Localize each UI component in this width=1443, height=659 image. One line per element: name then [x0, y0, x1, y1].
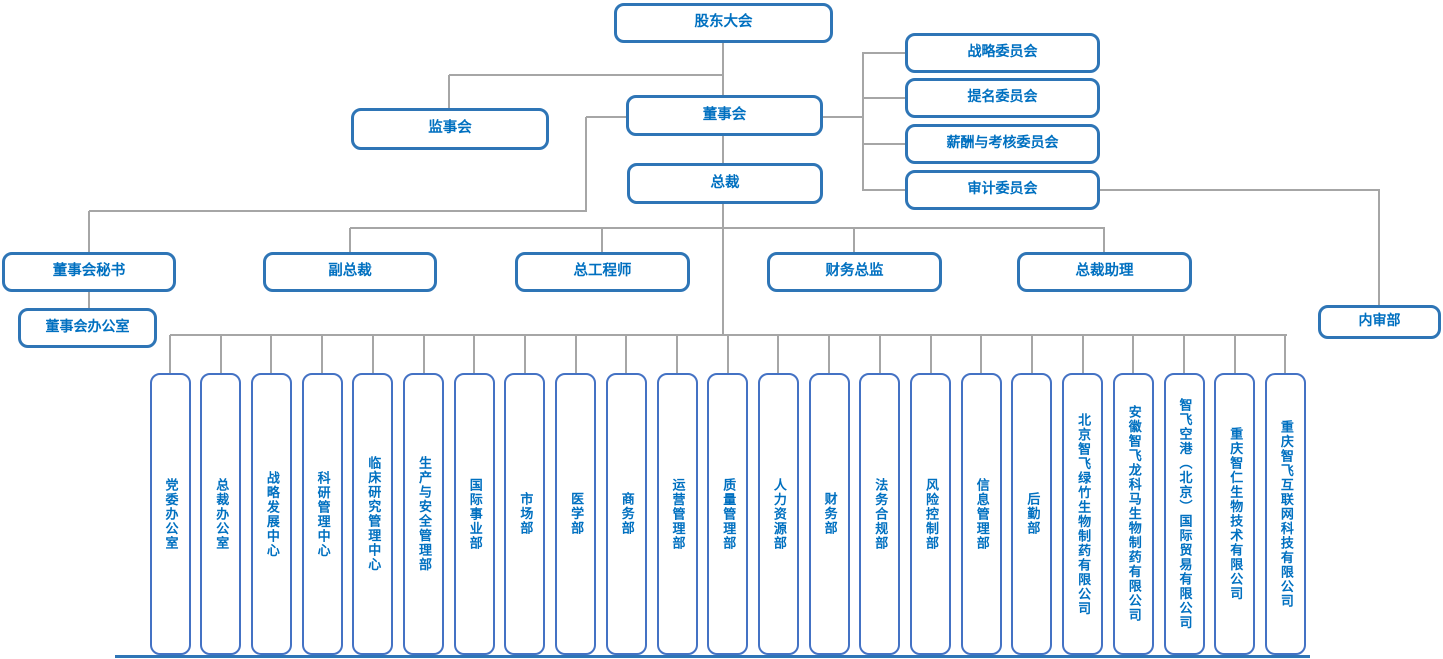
- dept-box: 临床研究管理中心: [352, 373, 394, 655]
- node-nomination-committee: 提名委员会: [905, 78, 1100, 118]
- connector-line: [1183, 335, 1185, 373]
- connector-line: [1100, 189, 1380, 191]
- dept-box: 法务合规部: [859, 373, 901, 655]
- node-chief-engineer: 总工程师: [515, 252, 690, 292]
- connector-line: [1234, 335, 1236, 373]
- dept-box: 后勤部: [1011, 373, 1053, 655]
- connector-line: [862, 52, 864, 191]
- connector-line: [722, 43, 724, 95]
- connector-line: [372, 335, 374, 373]
- dept-box: 质量管理部: [707, 373, 749, 655]
- dept-box: 科研管理中心: [301, 373, 343, 655]
- dept-box: 智飞空港（北京）国际贸易有限公司: [1163, 373, 1205, 655]
- dept-box: 财务部: [808, 373, 850, 655]
- dept-box: 生产与安全管理部: [403, 373, 444, 655]
- node-vice-president: 副总裁: [263, 252, 437, 292]
- connector-line: [423, 335, 425, 373]
- connector-line: [575, 335, 577, 373]
- dept-box: 信息管理部: [960, 373, 1002, 655]
- connector-line: [1082, 335, 1084, 373]
- node-president-assistant: 总裁助理: [1017, 252, 1192, 292]
- connector-line: [350, 227, 1105, 229]
- connector-line: [879, 335, 881, 373]
- dept-box: 人力资源部: [757, 373, 799, 655]
- node-audit-committee: 审计委员会: [905, 170, 1100, 210]
- connector-line: [169, 335, 171, 373]
- connector-line: [823, 116, 864, 118]
- dept-box: 国际事业部: [453, 373, 495, 655]
- node-president: 总裁: [627, 163, 823, 204]
- connector-line: [321, 335, 323, 373]
- connector-line: [777, 335, 779, 373]
- node-strategy-committee: 战略委员会: [905, 33, 1100, 73]
- node-remuneration-appraisal-committee: 薪酬与考核委员会: [905, 124, 1100, 164]
- dept-box: 安徽智飞龙科马生物制药有限公司: [1112, 373, 1154, 655]
- connector-line: [1284, 335, 1286, 373]
- dept-box: 战略发展中心: [250, 373, 292, 655]
- node-shareholders-meeting: 股东大会: [614, 3, 833, 43]
- dept-box: 医学部: [555, 373, 597, 655]
- node-supervisory-board: 监事会: [351, 108, 549, 150]
- connector-line: [1378, 190, 1380, 305]
- connector-line: [270, 335, 272, 373]
- dept-box: 总裁办公室: [200, 373, 242, 655]
- node-board-office: 董事会办公室: [18, 308, 157, 348]
- connector-line: [863, 97, 905, 99]
- connector-line: [930, 335, 932, 373]
- connector-line: [722, 204, 724, 336]
- connector-line: [89, 210, 587, 212]
- connector-line: [863, 189, 905, 191]
- connector-line: [220, 335, 222, 373]
- connector-line: [625, 335, 627, 373]
- node-finance-director: 财务总监: [767, 252, 942, 292]
- connector-line: [853, 228, 855, 252]
- connector-line: [863, 52, 905, 54]
- connector-line: [586, 116, 628, 118]
- connector-line: [1103, 228, 1105, 252]
- connector-line: [449, 74, 724, 76]
- node-internal-audit-dept: 内审部: [1318, 305, 1441, 339]
- connector-line: [1031, 335, 1033, 373]
- connector-line: [1132, 335, 1134, 373]
- dept-box: 商务部: [605, 373, 647, 655]
- connector-line: [722, 136, 724, 163]
- connector-line: [349, 228, 351, 252]
- dept-box: 运营管理部: [656, 373, 698, 655]
- node-board-secretary: 董事会秘书: [2, 252, 176, 292]
- node-board-of-directors: 董事会: [626, 95, 823, 136]
- connector-line: [676, 335, 678, 373]
- dept-box: 重庆智飞互联网科技有限公司: [1264, 373, 1306, 655]
- connector-line: [448, 75, 450, 108]
- connector-line: [727, 335, 729, 373]
- connector-line: [980, 335, 982, 373]
- connector-line: [863, 143, 905, 145]
- dept-box: 党委办公室: [149, 373, 191, 655]
- dept-box: 风险控制部: [910, 373, 951, 655]
- connector-line: [601, 228, 603, 252]
- connector-line: [585, 117, 587, 212]
- connector-line: [524, 335, 526, 373]
- connector-line: [828, 335, 830, 373]
- connector-line: [473, 335, 475, 373]
- dept-box: 重庆智仁生物技术有限公司: [1214, 373, 1256, 655]
- dept-box: 北京智飞绿竹生物制药有限公司: [1062, 373, 1104, 655]
- connector-line: [88, 211, 90, 252]
- connector-line: [88, 292, 90, 308]
- dept-box: 市场部: [504, 373, 546, 655]
- bottom-border-line: [115, 655, 1310, 658]
